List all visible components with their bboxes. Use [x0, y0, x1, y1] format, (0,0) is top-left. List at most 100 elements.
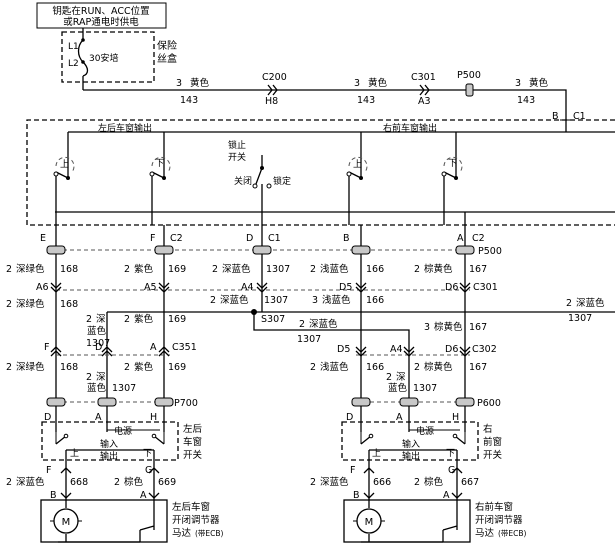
right-column-wires-mid	[360, 330, 466, 400]
right-front-switch-box	[341, 421, 479, 461]
mid-s307-gauge: 2	[299, 319, 305, 330]
wire-143-gauge-2: 3	[354, 78, 360, 89]
rf-motor-wire1-gauge: 2	[310, 477, 316, 488]
c351-f: F	[44, 342, 49, 353]
row1-wire4-color: 浅蓝色	[320, 263, 349, 275]
row3-rf-blue-color1: 深	[396, 372, 406, 383]
lr-motor-wire1-circuit: 668	[70, 477, 88, 488]
c351-connector-icons	[50, 346, 170, 357]
row3-rf-lblue-gauge: 2	[310, 362, 316, 373]
main-pin-a: A	[457, 233, 464, 244]
left-rear-down-label: 下	[155, 159, 164, 169]
mid-lr-purple-color: 紫色	[134, 313, 154, 325]
c301-connector-icon	[419, 84, 430, 96]
lr-motor-label-3: 马达	[172, 527, 192, 539]
row1-wire3-gauge: 2	[212, 264, 218, 275]
row3-rf-blue-color2: 蓝色	[388, 382, 408, 394]
row3-rf-blue-circuit: 1307	[413, 383, 437, 394]
power-source-box	[36, 2, 167, 29]
c302-d6: D6	[445, 344, 458, 355]
wire-1307-to-right	[253, 312, 410, 358]
lr-motor-wire1-gauge: 2	[6, 477, 12, 488]
row2-wire1-circuit: 168	[60, 299, 78, 310]
rf-switch-label-3: 开关	[483, 449, 503, 461]
lock-switch-label-1: 锁止	[228, 139, 246, 151]
p600-a: A	[396, 412, 403, 423]
lr-switch-up: 上	[70, 448, 79, 459]
row3-lr-green-circuit: 168	[60, 362, 78, 373]
right-front-up-switch-icon	[346, 156, 368, 225]
rf-switch-pin-g: G	[448, 465, 455, 476]
rf-motor-label-2: 开闭调节器	[475, 514, 523, 526]
c301-d5: D5	[339, 282, 352, 293]
column-wires-row1	[55, 254, 466, 340]
rf-motor-wire2-gauge: 2	[414, 477, 420, 488]
row3-rf-blue-gauge: 2	[386, 372, 392, 383]
right-front-switch-icon	[360, 429, 466, 465]
mid-rf-tan-circuit: 167	[469, 322, 487, 333]
c301-connector-icons	[50, 282, 471, 293]
rf-switch-label-2: 前窗	[483, 436, 502, 448]
rf-motor-icon	[353, 500, 458, 543]
power-source-line2: 或RAP通电时供电	[63, 16, 139, 28]
lr-motor-icon	[50, 500, 155, 543]
c351-label: C351	[172, 342, 197, 353]
row2-wire1-gauge: 2	[6, 299, 12, 310]
main-switch-power-bus	[67, 119, 615, 178]
left-rear-switch-box	[41, 421, 179, 461]
s307-label: S307	[261, 314, 285, 325]
column-wires-lower	[55, 406, 466, 432]
row1-wire4-gauge: 2	[310, 264, 316, 275]
main-pin-f-conn: C2	[170, 233, 183, 244]
main-pin-b: B	[343, 233, 350, 244]
rf-switch-output: 输出	[402, 450, 420, 462]
left-rear-up-label: 上	[60, 159, 69, 170]
row1-wire1-gauge: 2	[6, 264, 12, 275]
left-rear-down-switch-icon	[149, 156, 171, 225]
rf-switch-up: 上	[372, 448, 381, 459]
wire-143-circuit-2: 143	[357, 95, 375, 106]
lr-switch-input: 输入	[100, 438, 118, 450]
row2-wire3-gauge: 3	[312, 295, 318, 306]
mid-lr-purple-circuit: 169	[168, 314, 186, 325]
rf-motor-label-1: 右前车窗	[475, 501, 513, 513]
left-rear-up-switch-icon	[53, 156, 75, 225]
lr-switch-output: 输出	[100, 450, 118, 462]
wire-143-circuit-1: 143	[180, 95, 198, 106]
rf-motor-wire1-circuit: 666	[373, 477, 391, 488]
fuse-icon	[77, 28, 89, 90]
mid-lr-blue-gauge: 2	[86, 314, 92, 325]
p600-d: D	[346, 412, 353, 423]
left-column-wires-mid	[55, 312, 165, 400]
c301-label: C301	[473, 282, 498, 293]
main-pin-e: E	[40, 233, 46, 244]
lr-switch-power: 电源	[114, 425, 132, 437]
lr-motor-connector-icons	[60, 467, 160, 499]
p700-h: H	[150, 412, 157, 423]
main-switch-box	[26, 119, 615, 226]
rf-motor-pin-a: A	[443, 490, 450, 501]
row1-wire2-gauge: 2	[124, 264, 130, 275]
lr-motor-wire1-color: 深蓝色	[16, 476, 45, 488]
row3-rf-tan-gauge: 2	[414, 362, 420, 373]
row1-wire3-color: 深蓝色	[222, 263, 251, 275]
lr-motor-wire2-gauge: 2	[114, 477, 120, 488]
right-front-output-label: 右前车窗输出	[383, 122, 437, 134]
p700-connector-icons	[46, 397, 174, 407]
row2-wire4-color: 深蓝色	[576, 297, 605, 309]
row3-lr-purple-circuit: 169	[168, 362, 186, 373]
row3-rf-tan-circuit: 167	[469, 362, 487, 373]
rf-switch-label-1: 右	[483, 423, 493, 435]
row3-lr-blue-circuit: 1307	[112, 383, 136, 394]
right-front-up-label: 上	[353, 159, 362, 170]
row1-wire2-circuit: 169	[168, 264, 186, 275]
row2-wire4-circuit: 1307	[568, 313, 592, 324]
a3-label: A3	[418, 96, 431, 107]
c301-a4: A4	[241, 282, 254, 293]
row1-wire5-gauge: 2	[414, 264, 420, 275]
c302-a4: A4	[390, 344, 403, 355]
lr-switch-label-2: 车窗	[183, 436, 202, 448]
row3-lr-purple-gauge: 2	[124, 362, 130, 373]
p700-label: P700	[174, 398, 198, 409]
